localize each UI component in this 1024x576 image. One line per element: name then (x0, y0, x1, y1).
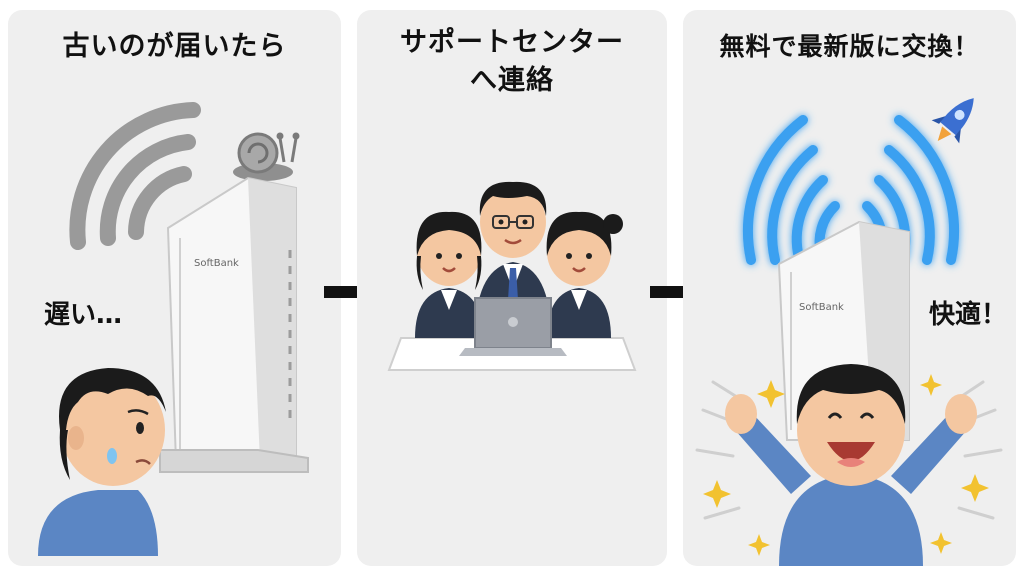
happy-person-icon (725, 364, 977, 566)
support-staff-woman-left-icon (415, 211, 483, 338)
panel-title: サポートセンター へ連絡 (400, 27, 624, 96)
router-brand: SoftBank (799, 302, 844, 313)
old-router-scene: SoftBank (38, 102, 309, 556)
router-icon: SoftBank (159, 176, 309, 473)
support-staff-woman-right-icon (546, 211, 623, 338)
panel-new-router: 無料で最新版に交換！ (683, 10, 1016, 566)
laptop-icon (459, 297, 567, 356)
snail-icon (233, 132, 300, 181)
panel-old-router: 古いのが届いたら (8, 10, 341, 566)
excitement-lines-icon (695, 380, 1003, 520)
slow-caption: 遅い… (44, 300, 123, 330)
sparkle-icon (703, 374, 989, 556)
router-brand: SoftBank (194, 258, 239, 269)
panel-title: 無料で最新版に交換！ (719, 32, 980, 61)
panel-support-center: サポートセンター へ連絡 (357, 10, 667, 566)
panel-title: 古いのが届いたら (62, 31, 287, 62)
rocket-icon (931, 98, 974, 144)
weak-signal-icon (69, 102, 201, 250)
comfortable-caption: 快適！ (929, 300, 1008, 330)
strong-signal-left-icon (743, 115, 840, 265)
new-router-scene: SoftBank (695, 98, 1003, 566)
worried-person-icon (38, 368, 166, 556)
support-staff-scene (387, 181, 637, 371)
